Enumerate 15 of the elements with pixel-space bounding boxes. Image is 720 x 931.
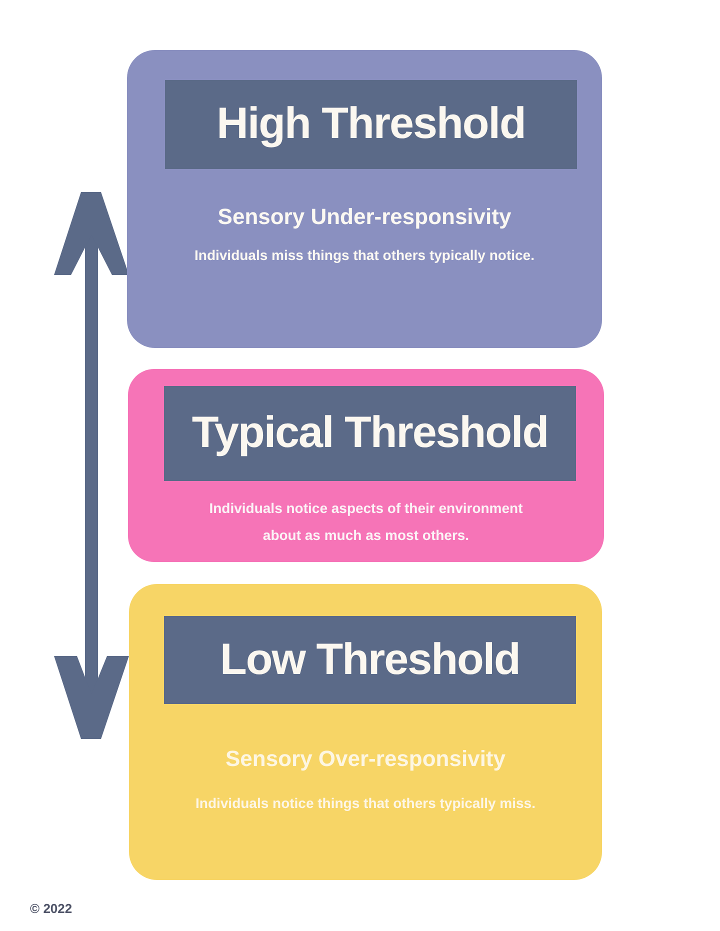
title-heading: High Threshold (216, 100, 526, 149)
copyright-notice: © 2022 (30, 901, 72, 916)
threshold-card (129, 584, 602, 880)
title-banner (165, 80, 577, 169)
description: Individuals notice aspects of their environment about as much as most others. (208, 499, 524, 545)
threshold-card (127, 50, 602, 348)
description: Individuals notice things that others typically miss. (196, 794, 536, 813)
title-banner (164, 616, 576, 704)
subheading: Sensory Under-responsivity (218, 203, 512, 231)
threshold-card (128, 369, 604, 562)
subheading: Sensory Over-responsivity (225, 745, 506, 773)
description: Individuals miss things that others typically notice. (194, 246, 534, 265)
title-heading: Low Threshold (220, 636, 520, 684)
title-banner (164, 386, 576, 481)
title-heading: Typical Threshold (192, 409, 548, 458)
